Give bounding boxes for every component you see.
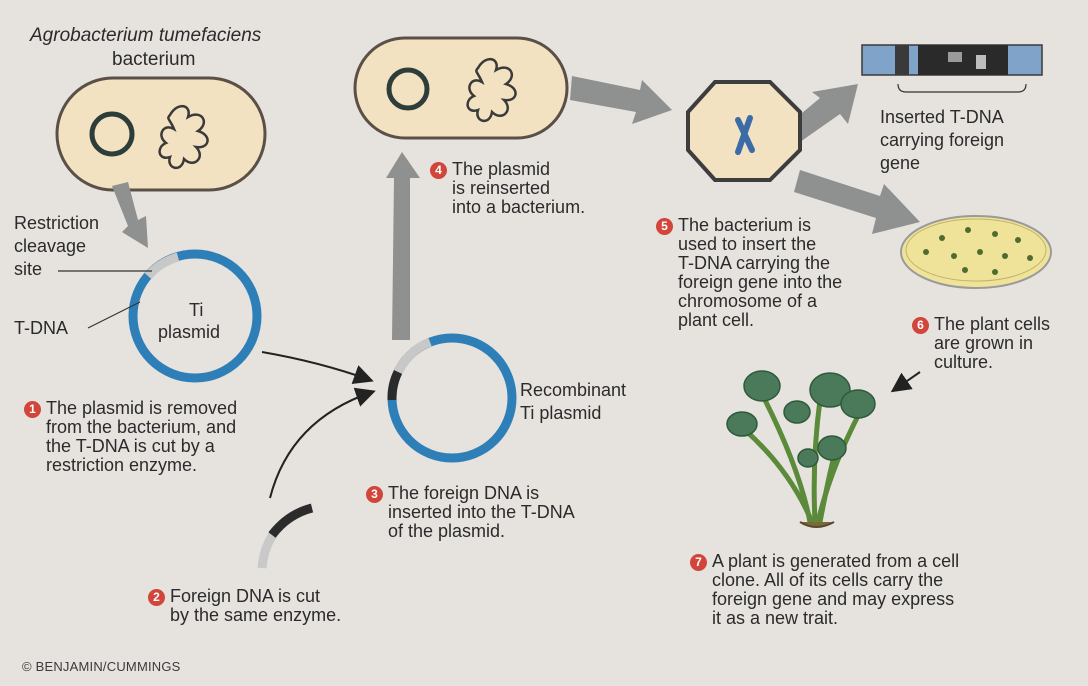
step-3: 3 The foreign DNA is inserted into the T-… xyxy=(366,484,575,541)
step-text: foreign gene and may express xyxy=(690,590,959,609)
arrow-down-icon xyxy=(112,182,148,248)
thin-arrow-icon xyxy=(262,352,370,380)
leaf xyxy=(727,412,757,436)
step-text: are grown in xyxy=(912,334,1050,353)
step-number-badge: 3 xyxy=(366,486,383,503)
ti-plasmid-label-1: Ti xyxy=(189,301,203,320)
step-number-badge: 4 xyxy=(430,162,447,179)
restriction-site-label-1: Restriction xyxy=(14,214,99,233)
recombinant-label-1: Recombinant xyxy=(520,381,626,400)
step-text: plant cell. xyxy=(656,311,842,330)
thin-arrow-icon xyxy=(270,392,372,498)
step-text: The plasmid xyxy=(452,159,550,179)
bacterium-original xyxy=(57,78,265,190)
t-dna-label: T-DNA xyxy=(14,319,68,338)
step-text: it as a new trait. xyxy=(690,609,959,628)
petri-dish xyxy=(901,216,1051,288)
arrow-right-icon xyxy=(570,76,672,124)
plant-cell xyxy=(688,82,800,180)
restriction-site-label-2: cleavage xyxy=(14,237,86,256)
step-number-badge: 1 xyxy=(24,401,41,418)
t-dna-segment xyxy=(148,257,178,276)
recombinant-label-2: Ti plasmid xyxy=(520,404,601,423)
step-text: T-DNA carrying the xyxy=(656,254,842,273)
chromosome-strip xyxy=(862,45,1042,92)
step-text: A plant is generated from a cell xyxy=(712,551,959,571)
step-5: 5 The bacterium is used to insert the T-D… xyxy=(656,216,842,330)
copyright-credit: © BENJAMIN/CUMMINGS xyxy=(22,659,181,674)
inserted-tdna-label-1: Inserted T-DNA xyxy=(880,108,1004,127)
step-6: 6 The plant cells are grown in culture. xyxy=(912,315,1050,372)
plant-base xyxy=(800,522,834,527)
step-text: The plant cells xyxy=(934,314,1050,334)
leaf xyxy=(818,436,846,460)
step-number-badge: 2 xyxy=(148,589,165,606)
step-4: 4 The plasmid is reinserted into a bacter… xyxy=(430,160,585,217)
step-number-badge: 5 xyxy=(656,218,673,235)
inserted-tdna-label-3: gene xyxy=(880,154,920,173)
step-number-badge: 7 xyxy=(690,554,707,571)
recombinant-plasmid xyxy=(392,338,512,458)
leaf xyxy=(841,390,875,418)
step-text: culture. xyxy=(912,353,1050,372)
step-text: the T-DNA is cut by a xyxy=(24,437,237,456)
thin-arrow-icon xyxy=(894,372,920,390)
step-text: by the same enzyme. xyxy=(148,606,341,625)
bacterium-recombinant xyxy=(355,38,567,138)
leaf xyxy=(744,371,780,401)
step-text: from the bacterium, and xyxy=(24,418,237,437)
bracket xyxy=(898,84,1026,92)
step-text: Foreign DNA is cut xyxy=(170,586,320,606)
step-text: The bacterium is xyxy=(678,215,811,235)
step-text: clone. All of its cells carry the xyxy=(690,571,959,590)
arrow-up-icon xyxy=(386,152,420,340)
step-text: The plasmid is removed xyxy=(46,398,237,418)
organism-name: Agrobacterium tumefaciens xyxy=(30,26,261,45)
step-text: chromosome of a xyxy=(656,292,842,311)
step-text: of the plasmid. xyxy=(366,522,575,541)
step-text: The foreign DNA is xyxy=(388,483,539,503)
ti-plasmid-label-2: plasmid xyxy=(158,323,220,342)
foreign-dna-fragment xyxy=(262,508,312,568)
leaf xyxy=(798,449,818,467)
step-text: is reinserted xyxy=(430,179,585,198)
step-2: 2 Foreign DNA is cut by the same enzyme. xyxy=(148,587,341,625)
step-1: 1 The plasmid is removed from the bacteri… xyxy=(24,399,237,475)
organism-type: bacterium xyxy=(112,50,195,69)
restriction-site-label-3: site xyxy=(14,260,42,279)
leaf xyxy=(784,401,810,423)
step-text: inserted into the T-DNA xyxy=(366,503,575,522)
step-number-badge: 6 xyxy=(912,317,929,334)
step-text: foreign gene into the xyxy=(656,273,842,292)
step-text: used to insert the xyxy=(656,235,842,254)
inserted-tdna-label-2: carrying foreign xyxy=(880,131,1004,150)
foreign-dna-segment xyxy=(392,372,398,400)
step-text: into a bacterium. xyxy=(430,198,585,217)
step-7: 7 A plant is generated from a cell clone.… xyxy=(690,552,959,628)
plant xyxy=(727,371,875,527)
step-text: restriction enzyme. xyxy=(24,456,237,475)
